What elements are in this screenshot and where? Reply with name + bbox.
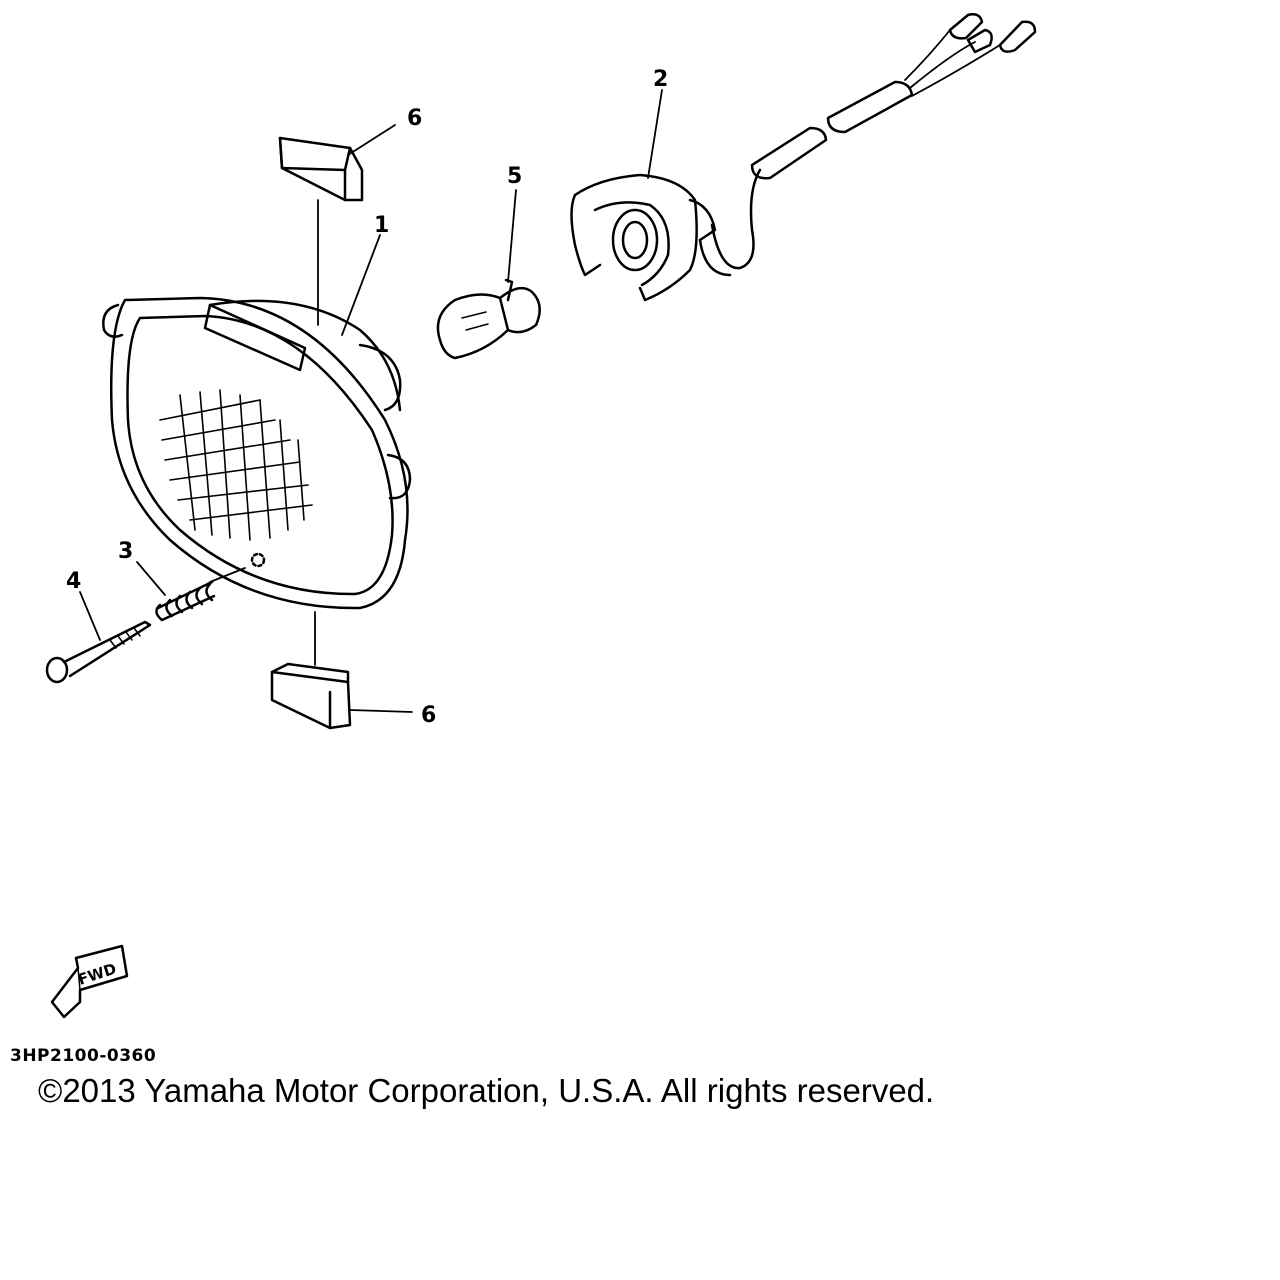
socket-cord xyxy=(570,13,1037,302)
callout-1: 1 xyxy=(374,213,389,238)
callout-2: 2 xyxy=(653,67,668,92)
damper-bottom xyxy=(270,662,352,730)
callout-5: 5 xyxy=(507,164,522,189)
diagram-part-code: 3HP2100-0360 xyxy=(10,1046,157,1066)
callout-3: 3 xyxy=(118,539,133,564)
damper-top xyxy=(278,136,364,202)
callout-6-bottom: 6 xyxy=(421,703,436,728)
screw xyxy=(45,620,152,684)
headlight-unit xyxy=(102,296,412,610)
fwd-arrow-icon xyxy=(50,944,129,1019)
bulb xyxy=(436,278,541,360)
spring xyxy=(155,580,216,622)
copyright-notice: ©2013 Yamaha Motor Corporation, U.S.A. A… xyxy=(38,1072,935,1109)
leader-lines xyxy=(79,89,663,713)
callout-4: 4 xyxy=(66,569,81,594)
callout-6-top: 6 xyxy=(407,106,422,131)
